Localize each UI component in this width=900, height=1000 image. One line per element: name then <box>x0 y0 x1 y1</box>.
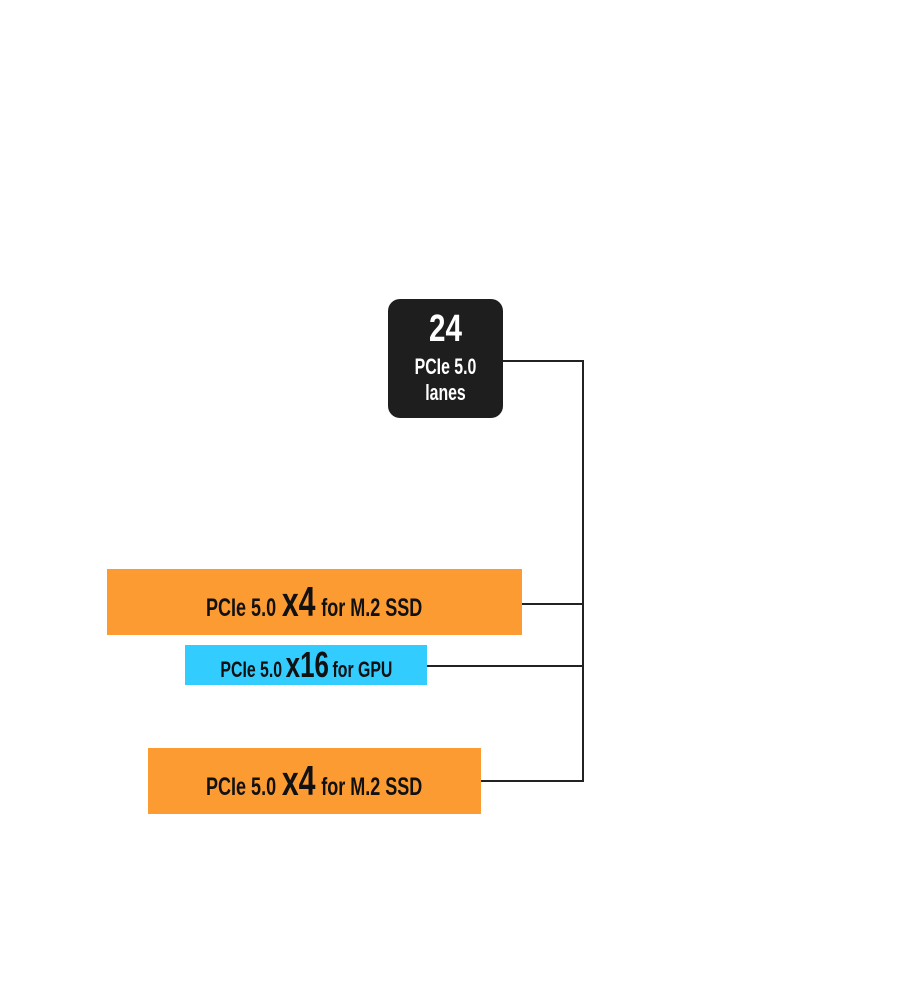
link-suffix: for M.2 SSD <box>321 594 423 622</box>
link-suffix: for GPU <box>332 657 392 682</box>
lane-count: 24 <box>429 308 462 350</box>
connector-gpu <box>427 665 583 667</box>
link-suffix: for M.2 SSD <box>321 773 423 801</box>
lane-label: PCIe 5.0 lanes <box>404 354 487 406</box>
lane-label-line1: PCIe 5.0 <box>414 354 477 379</box>
link-lanes: x16 <box>285 644 329 685</box>
lane-label-line2: lanes <box>425 380 466 405</box>
link-prefix: PCIe 5.0 <box>206 594 277 622</box>
connector-ssd-1 <box>522 603 583 605</box>
connector-trunk <box>582 360 584 782</box>
connector-ssd-2 <box>481 780 583 782</box>
link-lanes: x4 <box>282 578 316 625</box>
link-prefix: PCIe 5.0 <box>220 657 282 682</box>
link-prefix: PCIe 5.0 <box>206 773 277 801</box>
cpu-lanes-box: 24 PCIe 5.0 lanes <box>388 299 503 418</box>
link-lanes: x4 <box>282 757 316 804</box>
connector-cpu <box>503 360 584 362</box>
